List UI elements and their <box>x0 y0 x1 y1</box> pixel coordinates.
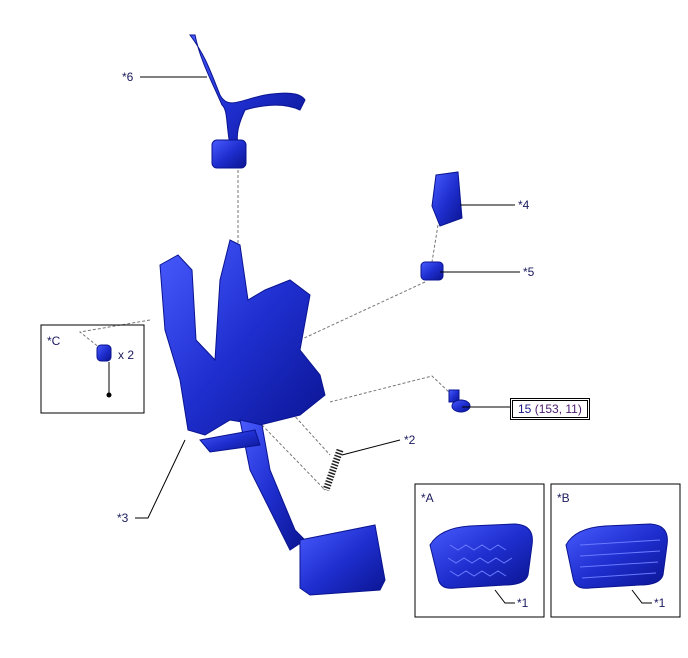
inset-box-c <box>40 324 145 414</box>
torque-detail: (153, 11) <box>534 402 582 416</box>
label-5: *5 <box>523 265 535 279</box>
quantity-label: x 2 <box>118 348 134 362</box>
pad-pattern-a <box>447 544 513 577</box>
pedal-pad-a <box>429 523 533 589</box>
pedal-pad-b <box>565 523 668 589</box>
brake-pedal-bracket <box>159 239 386 596</box>
label-1-b: *1 <box>654 596 666 610</box>
pin <box>96 344 112 362</box>
pad-pattern-b <box>579 539 661 579</box>
label-3: *3 <box>117 511 129 525</box>
torque-value: 15 <box>518 402 532 416</box>
torque-spec-box: 15 (153, 11) <box>510 398 590 420</box>
label-2: *2 <box>404 433 416 447</box>
label-6: *6 <box>122 70 134 84</box>
label-1-a: *1 <box>517 596 529 610</box>
leader-lines <box>135 76 652 604</box>
stop-lamp-switch <box>431 171 463 227</box>
inset-box-a <box>414 483 545 618</box>
bolt <box>448 389 471 413</box>
label-c: *C <box>47 334 61 348</box>
label-b: *B <box>557 491 570 505</box>
label-4: *4 <box>518 198 530 212</box>
switch-clip <box>420 261 444 281</box>
return-spring <box>322 448 344 492</box>
label-a: *A <box>421 491 434 505</box>
wire-harness <box>189 34 306 169</box>
inset-box-b <box>550 483 681 618</box>
